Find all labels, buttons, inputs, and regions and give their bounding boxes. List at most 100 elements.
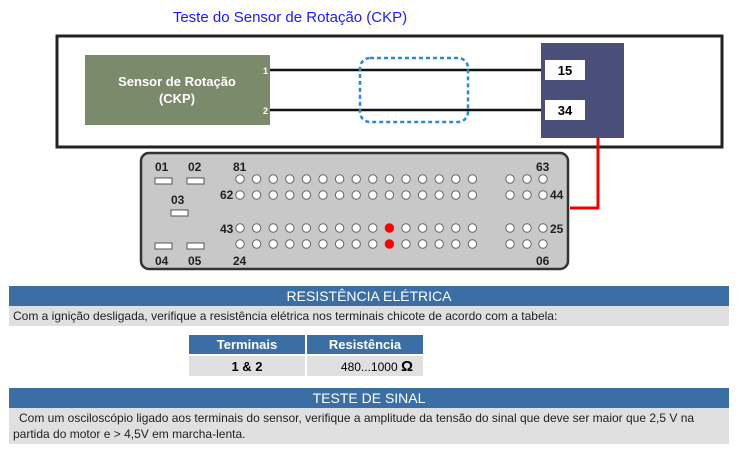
signal-text: Com um osciloscópio ligado aos terminais… xyxy=(9,408,729,444)
connector-pin xyxy=(268,223,278,233)
connector-pin xyxy=(451,190,461,200)
pin-label-04: 04 xyxy=(155,254,169,268)
connector-pin xyxy=(268,190,278,200)
connector-pin xyxy=(318,190,328,200)
connector-pin xyxy=(251,190,262,200)
connector-pin xyxy=(285,190,295,200)
pin-slot-02 xyxy=(186,177,205,185)
connector-pin xyxy=(505,174,515,184)
connector-pin xyxy=(467,239,478,249)
connector-pin xyxy=(301,174,312,184)
sensor-pin-1: 1 xyxy=(263,66,268,76)
connector-pin xyxy=(467,174,478,184)
terminals-cell: 1 & 2 xyxy=(189,354,307,376)
connector-pin xyxy=(351,174,361,184)
pin-label-62: 62 xyxy=(220,188,234,202)
pin-label-81: 81 xyxy=(233,160,247,174)
connector-pin xyxy=(417,223,428,233)
connector-pin xyxy=(285,223,295,233)
connector-pin xyxy=(522,239,532,249)
sensor-label-ckp: (CKP) xyxy=(159,91,195,106)
ecu-connector xyxy=(139,151,570,271)
pin-label-43: 43 xyxy=(220,222,234,236)
connector-pin xyxy=(505,190,515,200)
sensor-pin-2: 2 xyxy=(263,106,268,116)
highlighted-pin xyxy=(384,239,395,249)
connector-pin xyxy=(251,239,262,249)
connector-pin xyxy=(538,174,548,184)
connector-pin xyxy=(318,223,328,233)
resistance-value: 480...1000 xyxy=(340,359,398,374)
pin-slot-05 xyxy=(186,242,205,250)
connector-pin xyxy=(401,174,411,184)
connector-pin xyxy=(434,239,444,249)
connector-pin xyxy=(334,239,345,249)
connector-pin xyxy=(301,239,312,249)
connector-pin xyxy=(268,239,278,249)
connector-pin xyxy=(417,239,428,249)
signal-header: TESTE DE SINAL xyxy=(9,388,729,408)
ecu-pin-34-label: 34 xyxy=(558,103,573,118)
pin-slot-04 xyxy=(154,242,173,250)
connector-pin xyxy=(351,223,361,233)
pin-label-63: 63 xyxy=(536,160,550,174)
connector-pin xyxy=(368,223,378,233)
connector-pin xyxy=(368,190,378,200)
connector-pin xyxy=(467,223,478,233)
pin-label-24: 24 xyxy=(233,254,247,268)
connector-pin xyxy=(538,190,548,200)
connector-pin xyxy=(505,239,515,249)
connector-pin xyxy=(522,190,532,200)
connector-pin xyxy=(285,239,295,249)
ohm-unit: Ω xyxy=(400,357,413,375)
connector-pin xyxy=(417,190,428,200)
sensor-box xyxy=(85,55,270,125)
connector-pin xyxy=(334,223,345,233)
connector-pin xyxy=(301,223,312,233)
value-cell: 480...1000 Ω xyxy=(306,354,425,376)
pin-label-01: 01 xyxy=(155,160,169,174)
connector-pin xyxy=(451,174,461,184)
connector-pin xyxy=(401,223,411,233)
connector-pin xyxy=(318,239,328,249)
red-wire xyxy=(570,138,600,210)
connector-pin xyxy=(301,190,312,200)
connector-pin xyxy=(417,174,428,184)
connector-pin xyxy=(505,223,515,233)
shield-outline xyxy=(358,56,470,124)
connector-pin xyxy=(467,190,478,200)
connector-pin xyxy=(434,190,444,200)
connector-pin xyxy=(285,174,295,184)
connector-pin xyxy=(334,174,345,184)
connector-pin xyxy=(318,174,328,184)
col-resistencia: Resistência xyxy=(306,335,425,355)
connector-pin xyxy=(235,190,245,200)
ecu-pin-34 xyxy=(545,100,585,120)
connector-pin xyxy=(451,223,461,233)
pin-label-05: 05 xyxy=(188,254,202,268)
col-terminais: Terminais xyxy=(189,335,307,355)
pin-label-44: 44 xyxy=(550,188,564,202)
pin-slot-01 xyxy=(154,177,173,185)
connector-pin xyxy=(251,174,262,184)
connector-pin xyxy=(251,223,262,233)
wiring-diagram: Sensor de Rotação (CKP) 1 2 15 34 01 02 … xyxy=(55,34,724,271)
connector-pin xyxy=(522,223,532,233)
sensor-label: Sensor de Rotação xyxy=(118,74,236,89)
connector-pin xyxy=(401,190,411,200)
connector-pin xyxy=(235,239,245,249)
pin-label-03: 03 xyxy=(171,193,185,207)
connector-pin xyxy=(401,239,411,249)
connector-pin xyxy=(384,174,395,184)
table-row: 1 & 2 480...1000 Ω xyxy=(189,354,425,376)
connector-pin xyxy=(538,223,548,233)
connector-pin xyxy=(522,174,532,184)
connector-pin xyxy=(268,174,278,184)
ecu-pin-15 xyxy=(545,60,585,80)
connector-pin xyxy=(368,174,378,184)
connector-pin xyxy=(368,239,378,249)
connector-pin xyxy=(235,174,245,184)
ecu-pin-15-label: 15 xyxy=(558,63,572,78)
pin-label-02: 02 xyxy=(188,160,202,174)
